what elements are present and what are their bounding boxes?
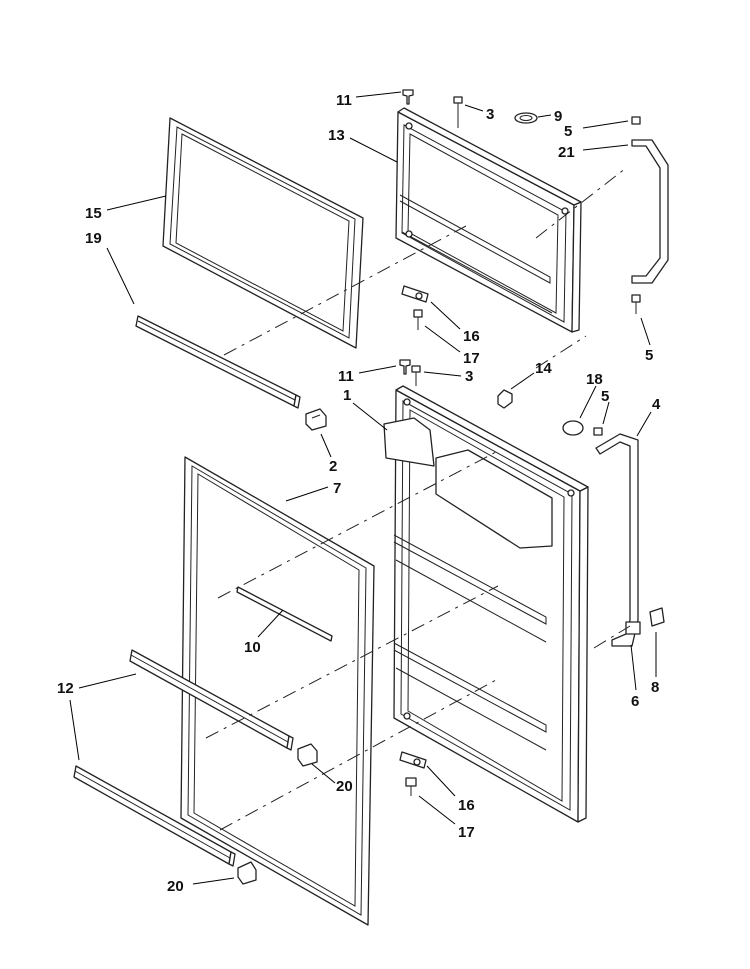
callout-9: 9 bbox=[554, 108, 562, 125]
callout-20: 20 bbox=[336, 778, 353, 795]
callout-21: 21 bbox=[558, 144, 575, 161]
freezer-trim-strip bbox=[135, 315, 301, 409]
fresh-food-trim-strip-upper bbox=[129, 649, 294, 751]
callout-15: 15 bbox=[85, 205, 102, 222]
callout-17: 17 bbox=[463, 350, 480, 367]
callout-14: 14 bbox=[535, 360, 552, 377]
trim-clip-middle bbox=[297, 743, 318, 767]
callout-5: 5 bbox=[601, 388, 609, 405]
callout-5: 5 bbox=[645, 347, 653, 364]
callout-11: 11 bbox=[336, 92, 352, 109]
trim-clip-lower bbox=[237, 861, 257, 885]
trim-clip-upper bbox=[305, 408, 327, 431]
fresh-food-door-handle bbox=[595, 433, 639, 647]
callout-16: 16 bbox=[463, 328, 480, 345]
freezer-door-handle bbox=[631, 139, 669, 284]
callout-11: 11 bbox=[338, 368, 354, 385]
fresh-food-door-gasket bbox=[180, 456, 375, 926]
callout-2: 2 bbox=[329, 458, 337, 475]
door-trim-bar bbox=[236, 586, 333, 642]
callout-3: 3 bbox=[465, 368, 473, 385]
fresh-food-trim-strip-lower bbox=[73, 765, 236, 867]
callout-6: 6 bbox=[631, 693, 639, 710]
callout-1: 1 bbox=[343, 387, 351, 404]
callout-5: 5 bbox=[564, 123, 572, 140]
freezer-door-gasket bbox=[162, 117, 364, 349]
callout-20: 20 bbox=[167, 878, 184, 895]
freezer-lower-hinge bbox=[401, 285, 429, 330]
callout-16: 16 bbox=[458, 797, 475, 814]
leader-lines bbox=[69, 91, 657, 885]
callout-8: 8 bbox=[651, 679, 659, 696]
assembly-lines bbox=[205, 120, 631, 831]
callout-3: 3 bbox=[486, 106, 494, 123]
callout-17: 17 bbox=[458, 824, 475, 841]
fresh-food-door-screws bbox=[399, 359, 603, 436]
callout-19: 19 bbox=[85, 230, 102, 247]
callout-4: 4 bbox=[652, 396, 661, 413]
callout-18: 18 bbox=[586, 371, 603, 388]
callout-labels: 11 3 9 5 21 13 15 19 16 17 5 11 3 14 18 … bbox=[57, 92, 661, 895]
fresh-food-lower-hinge bbox=[399, 751, 427, 796]
callout-7: 7 bbox=[333, 480, 341, 497]
fresh-food-door-assembly bbox=[383, 385, 589, 823]
freezer-door-screws bbox=[402, 89, 641, 314]
freezer-door-assembly bbox=[395, 107, 582, 333]
callout-12: 12 bbox=[57, 680, 74, 697]
handle-fastener bbox=[625, 607, 665, 635]
callout-10: 10 bbox=[244, 639, 261, 656]
callout-13: 13 bbox=[328, 127, 345, 144]
